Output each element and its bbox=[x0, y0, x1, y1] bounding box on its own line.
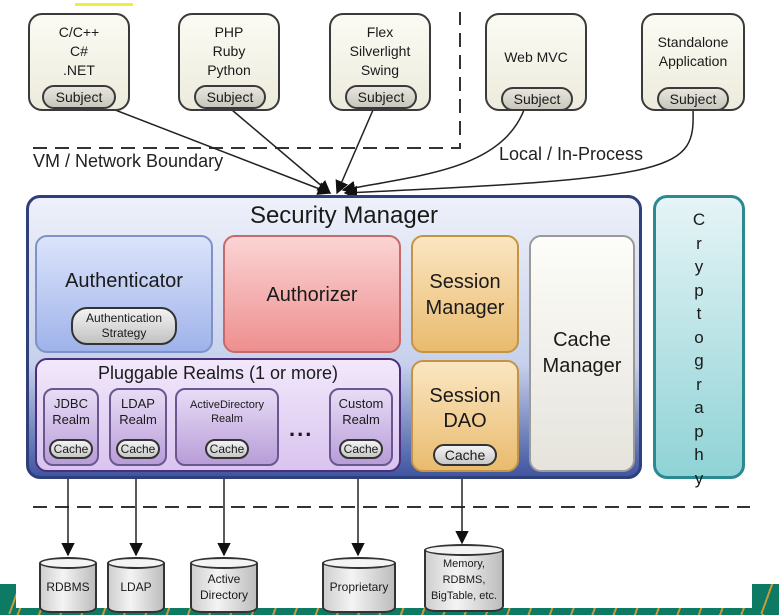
datastore-line: BigTable, etc. bbox=[430, 590, 498, 602]
crypto-letter: p bbox=[694, 280, 704, 300]
realm-custom: Custom Realm Cache bbox=[329, 388, 393, 466]
strategy-line: Strategy bbox=[101, 326, 147, 340]
cache-pill: Cache bbox=[205, 439, 249, 459]
client-line: .NET bbox=[63, 62, 95, 78]
local-boundary-label: Local / In-Process bbox=[499, 144, 644, 164]
realm-line: Custom bbox=[338, 396, 384, 411]
client-line: C# bbox=[70, 43, 88, 59]
crypto-letter: y bbox=[694, 257, 704, 276]
client-line: Ruby bbox=[212, 43, 246, 59]
authorizer: Authorizer bbox=[223, 235, 401, 353]
cache-pill: Cache bbox=[116, 439, 160, 459]
datastore-line: LDAP bbox=[120, 580, 152, 594]
realm-line: Realm bbox=[342, 412, 380, 427]
realm-line: Realm bbox=[52, 412, 90, 427]
realms-title: Pluggable Realms (1 or more) bbox=[97, 363, 339, 383]
arrow-client-2 bbox=[231, 109, 332, 194]
arrow-client-1 bbox=[109, 107, 332, 195]
security-manager-title: Security Manager bbox=[249, 202, 439, 229]
client-line: C/C++ bbox=[58, 24, 100, 40]
session-manager: Session Manager bbox=[411, 235, 519, 353]
footer-stripe-left bbox=[0, 584, 16, 614]
security-manager: Security Manager Authenticator Authentic… bbox=[26, 195, 642, 479]
client-native: C/C++ C# .NET Subject bbox=[28, 13, 130, 111]
network-boundary-line bbox=[33, 12, 461, 149]
arrow-client-3 bbox=[335, 109, 374, 195]
client-scripting: PHP Ruby Python Subject bbox=[178, 13, 280, 111]
datastore-proprietary: Proprietary bbox=[322, 557, 396, 613]
client-line: PHP bbox=[214, 24, 244, 40]
crypto-letter: t bbox=[696, 304, 702, 323]
datastore-line: RDBMS bbox=[46, 580, 90, 594]
client-line: Flex bbox=[366, 24, 394, 40]
datastore-line: RDBMS, bbox=[442, 574, 486, 586]
highlight-mark bbox=[75, 3, 133, 6]
session-manager-line: Session bbox=[429, 271, 501, 293]
client-line: Silverlight bbox=[349, 43, 411, 59]
authenticator: Authenticator Authentication Strategy bbox=[35, 235, 213, 353]
cryptography-label: C r y p t o g r a p h y bbox=[656, 208, 742, 490]
client-line: Python bbox=[207, 62, 251, 78]
datastore-ldap: LDAP bbox=[107, 557, 165, 613]
realm-active-directory: ActiveDirectory Realm Cache bbox=[175, 388, 279, 466]
client-standalone: Standalone Application Subject bbox=[641, 13, 745, 111]
footer-stripe-right bbox=[752, 584, 779, 614]
realm-line: Realm bbox=[211, 413, 243, 425]
realm-line: JDBC bbox=[54, 396, 88, 411]
datastore-line: Proprietary bbox=[329, 580, 389, 594]
client-line: Application bbox=[658, 53, 728, 69]
authenticator-title: Authenticator bbox=[65, 270, 183, 292]
client-rich-ui: Flex Silverlight Swing Subject bbox=[329, 13, 431, 111]
subject-pill: Subject bbox=[657, 87, 729, 111]
realm-line: ActiveDirectory bbox=[190, 399, 264, 411]
cache-manager-line: Cache bbox=[553, 329, 611, 351]
arrow-client-5 bbox=[343, 109, 694, 200]
datastore-active-directory: Active Directory bbox=[190, 557, 258, 613]
crypto-letter: y bbox=[694, 468, 704, 488]
authentication-strategy-pill: Authentication Strategy bbox=[71, 307, 177, 345]
cache-pill: Cache bbox=[49, 439, 93, 459]
session-manager-line: Manager bbox=[425, 297, 505, 319]
cache-manager-line: Manager bbox=[542, 355, 622, 377]
subject-pill: Subject bbox=[501, 87, 573, 111]
strategy-line: Authentication bbox=[85, 311, 163, 325]
crypto-letter: h bbox=[694, 445, 704, 464]
session-dao: Session DAO Cache bbox=[411, 360, 519, 472]
crypto-letter: a bbox=[694, 398, 704, 417]
datastore-line: Active bbox=[207, 572, 241, 586]
realms-ellipsis: ... bbox=[289, 416, 314, 441]
network-boundary-label: VM / Network Boundary bbox=[33, 151, 224, 171]
subject-pill: Subject bbox=[194, 85, 266, 109]
realm-line: Realm bbox=[119, 412, 157, 427]
datastore-rdbms: RDBMS bbox=[39, 557, 97, 613]
pluggable-realms: Pluggable Realms (1 or more) JDBC Realm … bbox=[35, 358, 401, 472]
session-dao-line: DAO bbox=[443, 410, 487, 432]
subject-pill: Subject bbox=[345, 85, 417, 109]
client-web-mvc: Web MVC Subject bbox=[485, 13, 587, 111]
client-line: Standalone bbox=[657, 34, 729, 50]
cache-pill: Cache bbox=[339, 439, 383, 459]
cache-pill: Cache bbox=[433, 444, 497, 466]
datastore-line: Memory, bbox=[443, 558, 485, 570]
cryptography: C r y p t o g r a p h y bbox=[653, 195, 745, 488]
realm-line: LDAP bbox=[121, 396, 155, 411]
datastore-memory: Memory, RDBMS, BigTable, etc. bbox=[424, 544, 504, 612]
realm-ldap: LDAP Realm Cache bbox=[109, 388, 167, 466]
cache-manager: Cache Manager bbox=[529, 235, 635, 472]
crypto-letter: r bbox=[696, 374, 702, 394]
crypto-letter: r bbox=[696, 233, 702, 253]
crypto-letter: p bbox=[694, 421, 704, 441]
datastore-line: Directory bbox=[199, 588, 248, 602]
crypto-letter: o bbox=[694, 327, 704, 347]
session-dao-line: Session bbox=[429, 385, 501, 407]
arrow-client-4 bbox=[341, 109, 525, 195]
realm-jdbc: JDBC Realm Cache bbox=[43, 388, 99, 466]
subject-pill: Subject bbox=[42, 85, 116, 109]
crypto-letter: C bbox=[692, 210, 706, 229]
authorizer-title: Authorizer bbox=[266, 284, 358, 306]
client-line: Web MVC bbox=[504, 49, 568, 65]
crypto-letter: g bbox=[694, 351, 704, 370]
client-line: Swing bbox=[360, 62, 400, 78]
